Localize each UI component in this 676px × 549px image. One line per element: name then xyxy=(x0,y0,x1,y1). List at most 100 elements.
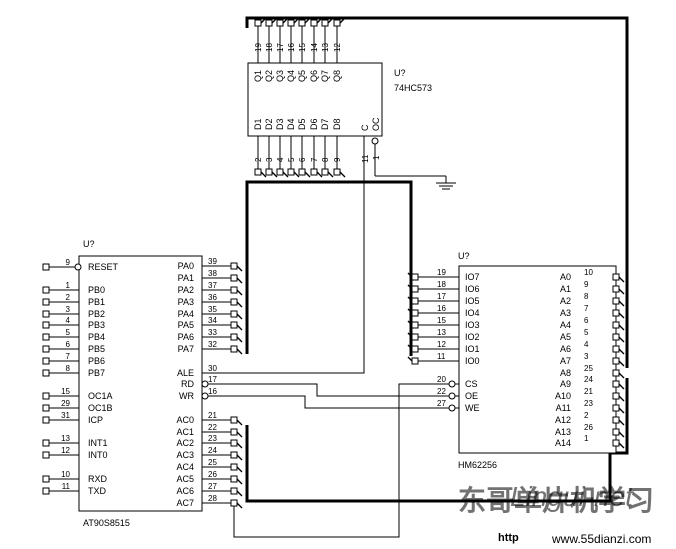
avr-right-pin-number: 16 xyxy=(208,387,217,396)
sram-io-pin-number: 11 xyxy=(437,352,446,361)
wire-rd-to-sram-oe xyxy=(216,383,449,397)
sram-io-pin-terminal xyxy=(411,357,419,365)
u573-q-pin-label: Q1 xyxy=(253,70,263,82)
avr-right-pin-terminal xyxy=(230,428,238,436)
sram-io-pin-number: 15 xyxy=(437,316,446,325)
avr-left-pin-label: PB5 xyxy=(88,344,105,354)
sram-addr-pin-label: A14 xyxy=(555,438,571,448)
avr-right-pin-label: ALE xyxy=(177,368,194,378)
avr-left-pin-terminal xyxy=(42,451,50,459)
sram-io-pin-number: 12 xyxy=(437,340,446,349)
avr-right-pin-terminal xyxy=(230,345,238,353)
sram-name: HM62256 xyxy=(458,460,497,470)
u573-q-bus-entry xyxy=(293,18,299,24)
avr-left-pin-label: ICP xyxy=(88,415,103,425)
avr-left-pin-label: INT1 xyxy=(88,438,108,448)
avr-name: AT90S8515 xyxy=(83,518,130,528)
avr-reset-bubble xyxy=(74,263,82,271)
sram-addr-pin-label: A3 xyxy=(560,308,571,318)
avr-left-pin-number: 1 xyxy=(66,281,71,290)
sram-addr-bus-entry xyxy=(618,383,625,390)
avr-right-pin-label: PA0 xyxy=(178,261,194,271)
sram-addr-pin-number: 1 xyxy=(584,434,589,443)
u573-d-pin-terminal xyxy=(287,168,295,176)
u573-q-pin-label: Q5 xyxy=(297,70,307,82)
u573-q-pin-label: Q6 xyxy=(309,70,319,82)
avr-right-pin-number: 21 xyxy=(208,411,217,420)
avr-left-pin-label: PB0 xyxy=(88,285,105,295)
avr-left-pin-terminal xyxy=(42,357,50,365)
avr-bus-entry xyxy=(236,466,243,473)
sram-addr-pin-terminal xyxy=(612,369,620,377)
sram-ctrl-bubble xyxy=(448,380,456,388)
avr-left-pin-label: RXD xyxy=(88,474,108,484)
avr-bus-entry xyxy=(236,265,243,272)
u573-q-pin-terminal xyxy=(321,19,329,27)
avr-right-pin-terminal xyxy=(230,262,238,270)
u573-q-bus-entry xyxy=(271,18,277,24)
bus-latch-d-to-sram-io xyxy=(357,180,413,356)
u573-d-pin-label: D1 xyxy=(253,118,263,130)
avr-right-pin-number: 33 xyxy=(208,328,217,337)
avr-right-pin-terminal xyxy=(230,286,238,294)
sram-addr-pin-label: A7 xyxy=(560,356,571,366)
avr-right-pin-terminal xyxy=(230,451,238,459)
avr-right-pin-label: PA5 xyxy=(178,320,194,330)
sram-addr-pin-terminal xyxy=(612,404,620,412)
sram-io-pin-number: 17 xyxy=(437,292,446,301)
u573-d-bus-entry xyxy=(339,171,346,178)
sram-addr-bus-entry xyxy=(618,360,625,367)
avr-left-pin-label: PB6 xyxy=(88,356,105,366)
avr-left-pin-terminal xyxy=(42,487,50,495)
avr-left-pin-number: 5 xyxy=(66,328,71,337)
avr-left-pin-terminal xyxy=(42,475,50,483)
wire-ale-to-latch-c xyxy=(202,165,365,374)
u573-d-bus-entry xyxy=(282,171,289,178)
u573-d-pin-terminal xyxy=(321,168,329,176)
sram-addr-pin-number: 8 xyxy=(584,292,589,301)
sram-io-pin-label: IO2 xyxy=(465,332,480,342)
sram-addr-pin-number: 26 xyxy=(584,423,593,432)
avr-left-pin-terminal xyxy=(42,404,50,412)
avr-right-pin-label: AC1 xyxy=(176,427,194,437)
sram-addr-pin-terminal xyxy=(612,345,620,353)
avr-right-pin-number: 38 xyxy=(208,269,217,278)
sram-io-bus-entry xyxy=(407,356,413,362)
sram-io-pin-label: IO7 xyxy=(465,272,480,282)
u573-d-pin-terminal xyxy=(254,168,262,176)
avr-left-pin-number: 11 xyxy=(62,482,71,491)
avr-body xyxy=(78,255,203,512)
u573-q-pin-terminal xyxy=(254,19,262,27)
sram-io-pin-terminal xyxy=(411,321,419,329)
wire-layer xyxy=(49,16,629,538)
sram-addr-bus-entry xyxy=(618,324,625,331)
sram-addr-pin-terminal xyxy=(612,273,620,281)
avr-right-pin-terminal xyxy=(230,499,238,507)
avr-left-pin-terminal xyxy=(42,298,50,306)
avr-right-pin-number: 26 xyxy=(208,470,217,479)
sram-addr-bus-entry xyxy=(618,395,625,402)
u573-oc-pin-number: 1 xyxy=(372,155,381,160)
wire-ac7-to-sram-cs xyxy=(233,383,449,538)
avr-left-pin-terminal xyxy=(42,439,50,447)
u573-q-pin-number: 18 xyxy=(265,43,274,52)
avr-left-pin-label: OC1A xyxy=(88,391,113,401)
avr-left-pin-label: PB4 xyxy=(88,332,105,342)
u573-d-bus-entry xyxy=(316,171,323,178)
avr-left-pin-terminal xyxy=(42,345,50,353)
u573-d-pin-terminal xyxy=(310,168,318,176)
avr-left-pin-terminal xyxy=(42,286,50,294)
avr-left-pin-label: PB3 xyxy=(88,320,105,330)
avr-right-pin-number: 36 xyxy=(208,293,217,302)
sram-ctrl-pin-label: OE xyxy=(465,391,478,401)
u573-q-pin-number: 16 xyxy=(287,43,296,52)
sram-addr-pin-number: 7 xyxy=(584,304,589,313)
sram-addr-pin-number: 6 xyxy=(584,316,589,325)
sram-addr-pin-label: A12 xyxy=(555,415,571,425)
u573-d-pin-label: D2 xyxy=(264,118,274,130)
u573-c-pin-number: 11 xyxy=(361,154,370,163)
avr-right-pin-label: PA6 xyxy=(178,332,194,342)
u573-d-pin-label: D4 xyxy=(286,118,296,130)
bus-ac-to-sram-addr-high xyxy=(245,425,612,503)
avr-bus-entry xyxy=(236,431,243,438)
